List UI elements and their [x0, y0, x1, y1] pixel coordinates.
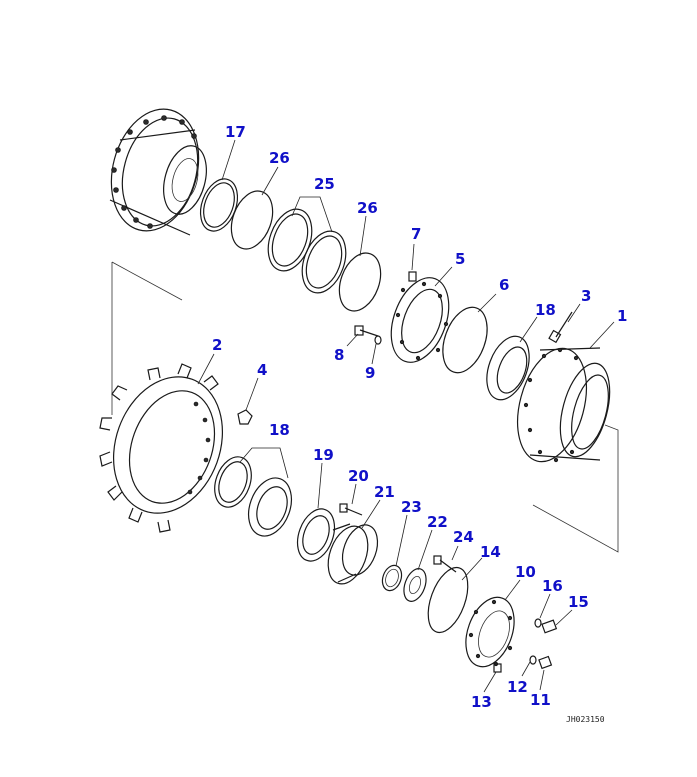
part-19-ring	[296, 508, 336, 562]
leader-lines	[197, 139, 615, 693]
callout-22: 22	[427, 513, 448, 531]
callout-21: 21	[374, 483, 395, 501]
part-4-nut	[237, 409, 253, 425]
callout-25: 25	[314, 175, 335, 193]
part-12-washer	[529, 655, 537, 665]
callout-2: 2	[212, 336, 222, 354]
part-22-thrust-washer	[403, 568, 427, 602]
callout-4: 4	[257, 361, 267, 379]
callout-12: 12	[507, 678, 528, 696]
callout-8: 8	[334, 346, 344, 364]
callout-3: 3	[581, 287, 591, 305]
part-13-plug	[493, 663, 502, 673]
part-25-floating-seal-pair	[267, 208, 347, 294]
part-6-o-ring	[442, 306, 488, 374]
callout-20: 20	[348, 467, 369, 485]
callout-5: 5	[455, 250, 465, 268]
part-23-collar	[381, 564, 403, 592]
part-8-bolt	[354, 325, 379, 337]
callout-18-b: 18	[269, 421, 290, 439]
part-15-plug	[541, 619, 558, 634]
drawing-code: JH023150	[566, 715, 605, 724]
part-1-hub	[517, 347, 611, 463]
callout-18-a: 18	[535, 301, 556, 319]
callout-17: 17	[225, 123, 246, 141]
part-16-washer	[534, 618, 542, 628]
part-18-bearing-lower	[214, 456, 293, 537]
part-20-bolt	[339, 503, 363, 516]
callouts: 17 26 25 26 7 5 6 3 18 1 8 9 2 4 18 19 2…	[212, 123, 627, 711]
callout-16: 16	[542, 577, 563, 595]
part-14-o-ring	[427, 566, 469, 634]
callout-23: 23	[401, 498, 422, 516]
assembly-guide-lines	[111, 261, 619, 553]
part-26-o-ring-a	[230, 190, 274, 250]
callout-15: 15	[568, 593, 589, 611]
callout-10: 10	[515, 563, 536, 581]
callout-24: 24	[453, 528, 474, 546]
callout-14: 14	[480, 543, 501, 561]
callout-7: 7	[411, 225, 421, 243]
callout-26-b: 26	[357, 199, 378, 217]
callout-26-a: 26	[269, 149, 290, 167]
callout-11: 11	[530, 691, 551, 709]
part-17-drive-housing	[109, 108, 207, 236]
callout-1: 1	[617, 307, 627, 325]
part-5-cover	[390, 277, 450, 363]
part-26-o-ring-b	[338, 252, 382, 312]
part-21-carrier	[327, 523, 379, 585]
callout-19: 19	[313, 446, 334, 464]
part-3-bolt	[548, 311, 573, 344]
part-7-plug	[408, 271, 417, 282]
callout-6: 6	[499, 276, 509, 294]
part-11-plug	[538, 655, 553, 670]
part-10-cover	[465, 596, 515, 668]
part-26-seal-upper	[199, 178, 239, 232]
part-24-bolt	[433, 555, 457, 573]
part-2-sprocket	[99, 363, 224, 533]
part-9-washer	[374, 335, 382, 345]
part-18-bearing-upper	[486, 335, 530, 401]
callout-13: 13	[471, 693, 492, 711]
callout-9: 9	[365, 364, 375, 382]
